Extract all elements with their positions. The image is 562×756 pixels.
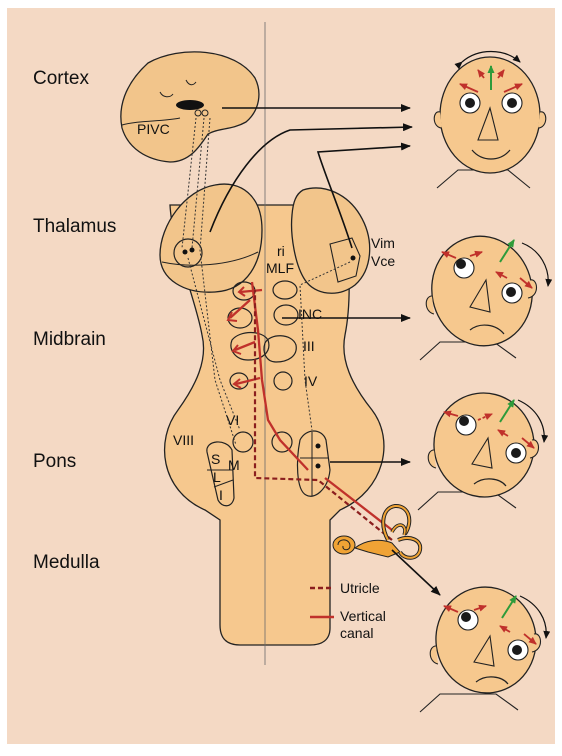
m-label: M	[228, 457, 240, 473]
region-medulla: Medulla	[33, 552, 100, 573]
iii-label: III	[303, 338, 315, 354]
mlf-label: MLF	[266, 260, 294, 276]
region-cortex: Cortex	[33, 68, 89, 89]
region-midbrain: Midbrain	[33, 329, 106, 350]
region-pons: Pons	[33, 451, 76, 472]
legend-vertical-canal-1: Vertical	[340, 608, 386, 624]
ri-label: ri	[277, 243, 285, 259]
region-thalamus: Thalamus	[33, 216, 116, 237]
i-label: I	[219, 487, 223, 503]
pivc-label: PIVC	[137, 121, 170, 137]
viii-label: VIII	[173, 432, 194, 448]
vim-label: Vim	[371, 235, 395, 251]
s-label: S	[211, 451, 220, 467]
legend-vertical-canal-2: canal	[340, 625, 373, 641]
l-label: L	[213, 469, 221, 485]
legend-utricle: Utricle	[340, 580, 380, 596]
vce-label: Vce	[371, 253, 395, 269]
pivc-area	[176, 100, 204, 110]
